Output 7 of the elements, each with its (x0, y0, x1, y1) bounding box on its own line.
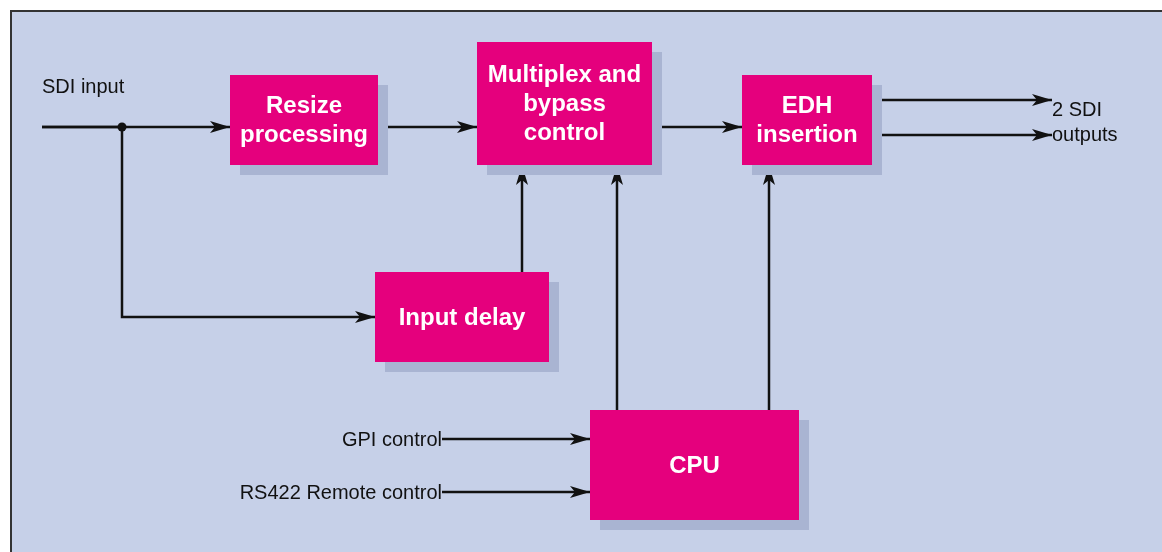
signal-label: RS422 Remote control (239, 479, 442, 505)
signal-label: SDI input (42, 74, 125, 99)
arrow (442, 433, 590, 445)
arrow (442, 486, 590, 498)
signal-label: 2 SDI outputs (1052, 97, 1119, 147)
arrow (42, 125, 375, 323)
signal-label: GPI control (341, 426, 442, 452)
